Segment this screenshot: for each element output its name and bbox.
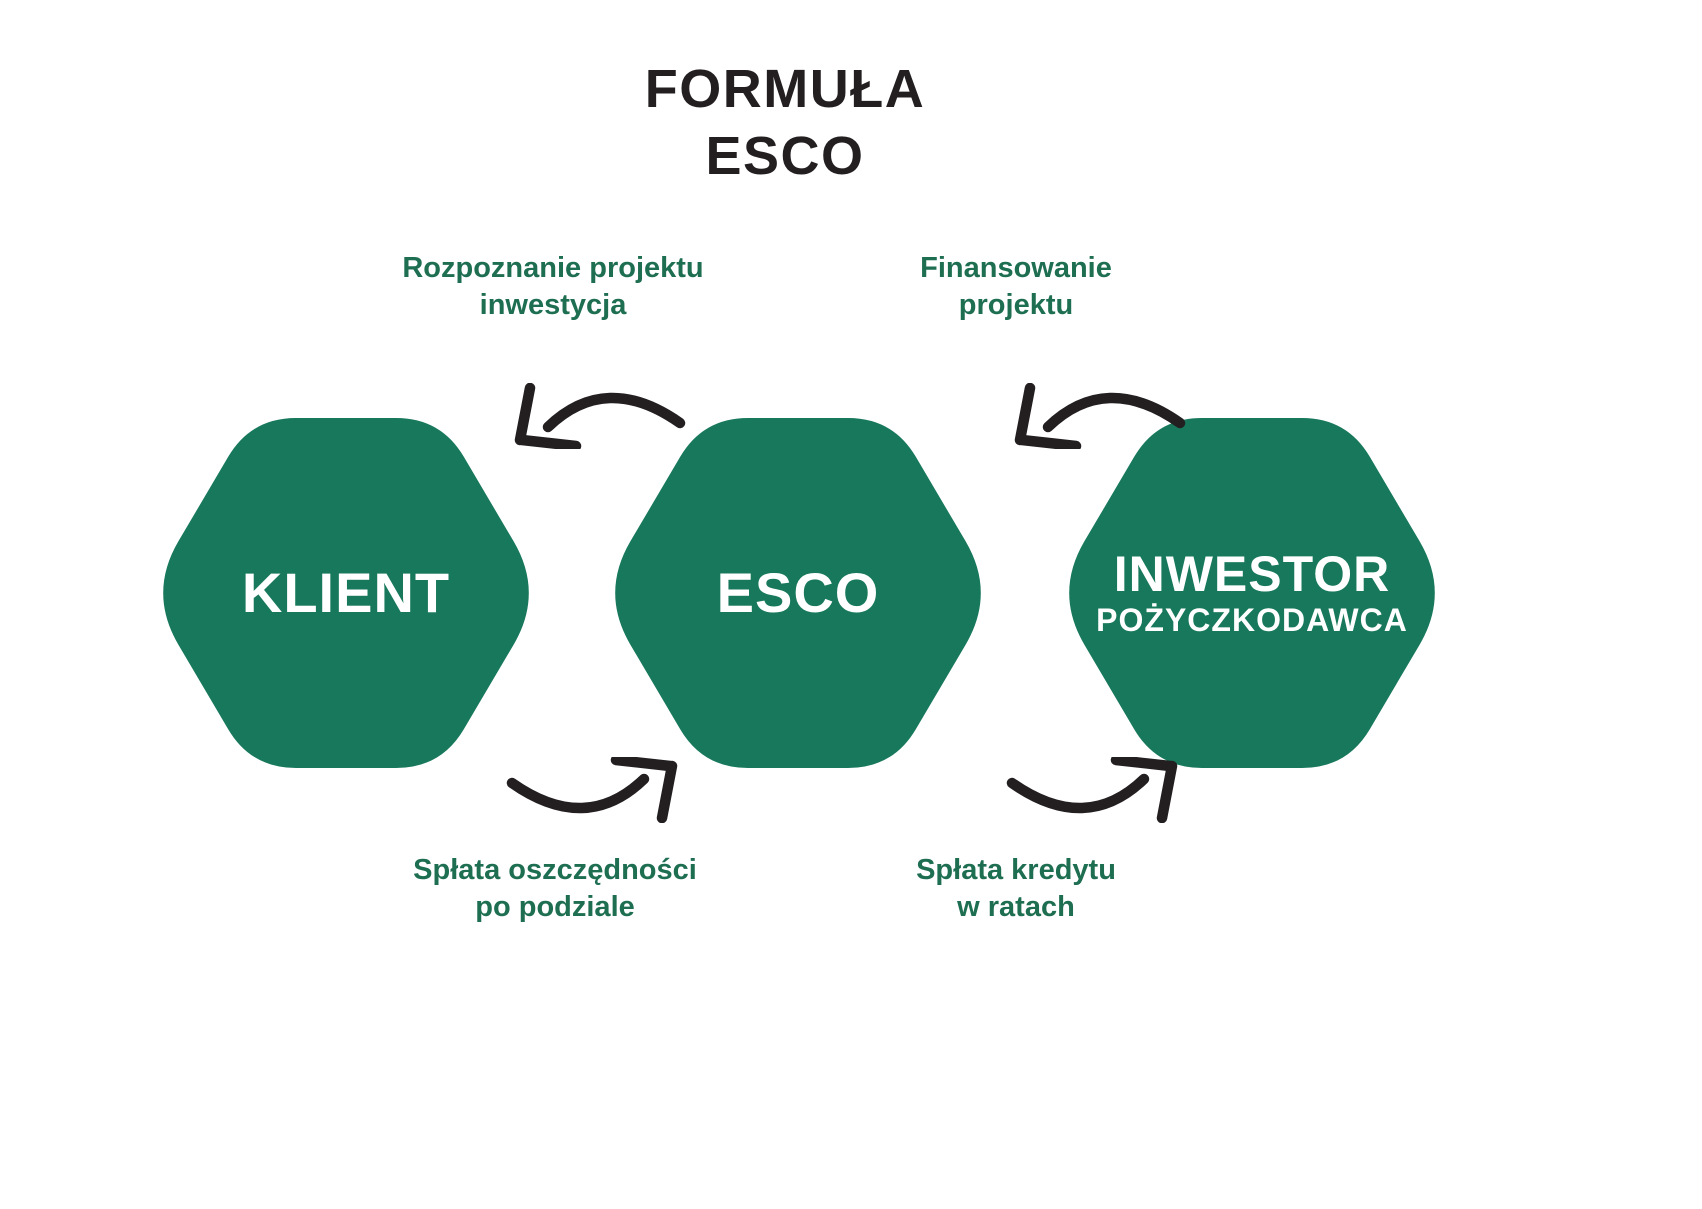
flow-label-financing-line2: projektu bbox=[958, 289, 1074, 321]
flow-label-loan-repayment-line2: w ratach bbox=[957, 891, 1075, 923]
flow-label-savings-repayment-line1: Spłata oszczędności bbox=[413, 854, 697, 886]
arrow-klient-to-esco-icon bbox=[506, 757, 678, 823]
flow-label-recognition-line1: Rozpoznanie projektu bbox=[402, 252, 704, 284]
flow-label-recognition-line2: inwestycja bbox=[479, 289, 627, 321]
hexagon-shape-icon bbox=[1069, 418, 1435, 768]
arrow-esco-to-klient-icon bbox=[514, 383, 686, 449]
node-inwestor-label-wrap: INWESTOR POŻYCZKODAWCA bbox=[1054, 418, 1450, 768]
arrow-esco-to-inwestor-icon bbox=[1006, 757, 1178, 823]
page-title: FORMUŁA ESCO bbox=[0, 56, 1570, 190]
node-esco-label-wrap: ESCO bbox=[600, 418, 996, 768]
node-inwestor: INWESTOR POŻYCZKODAWCA bbox=[1054, 418, 1450, 768]
hexagon-shape-icon bbox=[163, 418, 529, 768]
node-inwestor-sublabel: POŻYCZKODAWCA bbox=[1096, 602, 1408, 638]
flow-label-loan-repayment-line1: Spłata kredytu bbox=[916, 854, 1116, 886]
flow-label-financing: Finansowanie projektu bbox=[796, 250, 1236, 324]
node-klient: KLIENT bbox=[148, 418, 544, 768]
node-inwestor-label: INWESTOR bbox=[1113, 546, 1391, 602]
hexagon-shape-icon bbox=[615, 418, 981, 768]
flow-label-loan-repayment: Spłata kredytu w ratach bbox=[796, 852, 1236, 926]
node-esco-label: ESCO bbox=[716, 561, 880, 624]
node-esco: ESCO bbox=[600, 418, 996, 768]
flow-label-savings-repayment-line2: po podziale bbox=[475, 891, 635, 923]
page-title-line2: ESCO bbox=[705, 126, 865, 186]
node-klient-label: KLIENT bbox=[241, 561, 451, 624]
flow-label-savings-repayment: Spłata oszczędności po podziale bbox=[335, 852, 775, 926]
node-klient-label-wrap: KLIENT bbox=[148, 418, 544, 768]
flow-label-recognition: Rozpoznanie projektu inwestycja bbox=[333, 250, 773, 324]
arrow-inwestor-to-esco-icon bbox=[1014, 383, 1186, 449]
flow-label-financing-line1: Finansowanie bbox=[920, 252, 1112, 284]
page-title-line1: FORMUŁA bbox=[644, 59, 926, 119]
